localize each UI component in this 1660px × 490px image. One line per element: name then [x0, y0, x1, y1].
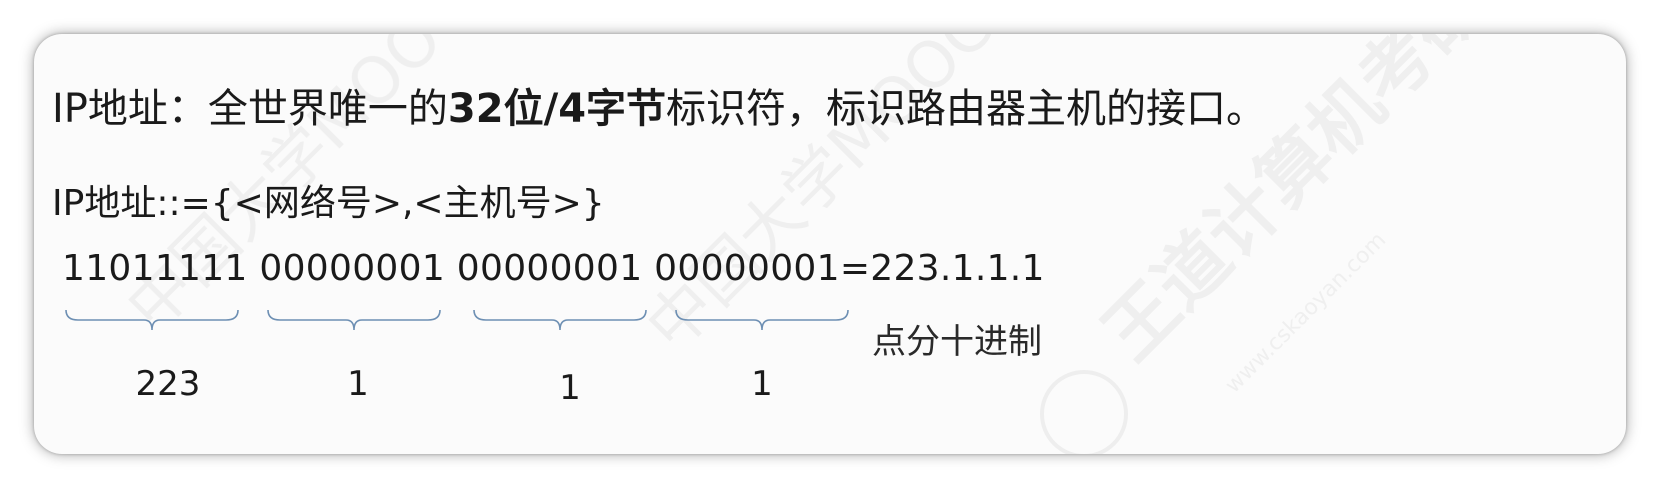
octet-binary-2: 00000001 — [259, 248, 446, 289]
ip-definition-bold: 32位/4字节 — [447, 86, 667, 132]
ip-definition-prefix: IP地址：全世界唯一的 — [52, 86, 448, 132]
octet-value-4: 1 — [751, 364, 773, 404]
octet-value-1: 223 — [135, 364, 201, 404]
ip-structure-line: IP地址::={<网络号>,<主机号>} — [52, 183, 605, 224]
ip-definition-suffix: 标识符，标识路由器主机的接口。 — [666, 86, 1267, 132]
octet-brace-3 — [473, 309, 647, 331]
octet-binary-3: 00000001 — [456, 248, 643, 289]
octet-brace-2 — [267, 309, 441, 331]
dotted-decimal-result: =223.1.1.1 — [839, 248, 1045, 289]
octet-value-3: 1 — [559, 368, 581, 408]
octet-value-2: 1 — [347, 364, 369, 404]
ip-binary-line: 11011111 00000001 00000001 00000001=223.… — [62, 248, 1045, 289]
octet-brace-1 — [65, 309, 239, 331]
ip-definition-line: IP地址：全世界唯一的32位/4字节标识符，标识路由器主机的接口。 — [52, 76, 1266, 134]
svg-text:www.cskaoyan.com: www.cskaoyan.com — [1221, 228, 1392, 399]
octet-binary-1: 11011111 — [62, 248, 248, 289]
dotted-decimal-label: 点分十进制 — [872, 322, 1042, 362]
octet-binary-4: 00000001 — [654, 248, 840, 289]
slide-card: 中国大学MOOC 中国大学MOOC 王道计算机考研 www.cskaoyan.c… — [34, 34, 1626, 454]
octet-brace-4 — [675, 309, 849, 331]
